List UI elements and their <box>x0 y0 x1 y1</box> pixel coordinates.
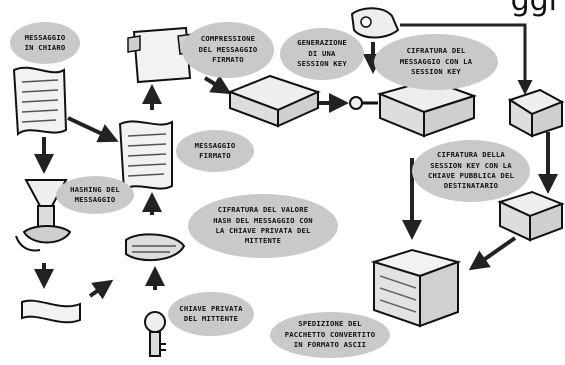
label-chiave-privata: CHIAVE PRIVATA DEL MITTENTE <box>168 292 254 336</box>
arrow-plain-to-signed <box>68 118 115 140</box>
arrow-digest-to-encrypt <box>90 282 110 296</box>
signed-message-scroll-icon <box>120 121 172 190</box>
plain-message-scroll-icon <box>14 68 66 134</box>
hash-digest-icon <box>22 301 80 323</box>
encrypted-session-key-device-icon <box>500 192 562 240</box>
compression-box-icon <box>230 76 318 126</box>
arrow-encrypted-key-to-package <box>472 238 515 268</box>
session-key-icon <box>350 97 378 109</box>
private-key-icon <box>145 312 166 356</box>
label-generazione: GENERAZIONE DI UNA SESSION KEY <box>280 28 364 80</box>
label-cifratura-hash: CIFRATURA DEL VALORE HASH DEL MESSAGGIO … <box>188 194 338 258</box>
encrypted-hash-icon <box>126 234 184 260</box>
session-key-generator-icon <box>352 8 398 37</box>
label-messaggio-in-chiaro: MESSAGGIO IN CHIARO <box>10 22 80 64</box>
label-cifratura-messaggio: CIFRATURA DEL MESSAGGIO CON LA SESSION K… <box>374 34 498 90</box>
label-hashing: HASHING DEL MESSAGGIO <box>56 176 134 214</box>
label-spedizione: SPEDIZIONE DEL PACCHETTO CONVERTITO IN F… <box>270 312 390 358</box>
arrow-compress-to-box <box>205 78 228 92</box>
label-compressione: COMPRESSIONE DEL MESSAGGIO FIRMATO <box>182 22 274 78</box>
label-cifratura-session-key: CIFRATURA DELLA SESSION KEY CON LA CHIAV… <box>412 140 530 202</box>
session-key-encryption-device-icon <box>510 90 562 136</box>
label-messaggio-firmato: MESSAGGIO FIRMATO <box>176 130 254 172</box>
ascii-package-icon <box>374 250 458 326</box>
